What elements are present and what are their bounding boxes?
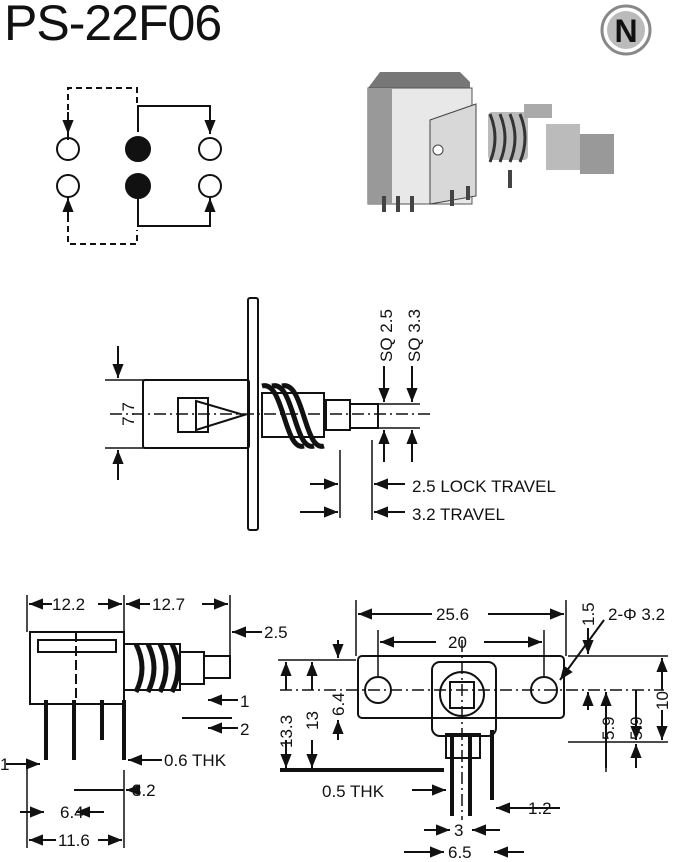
dim-ear: 1.5 (579, 602, 598, 626)
terminal-circle (56, 174, 80, 198)
common-terminal-dot (125, 136, 151, 162)
dim-row-spacing: 6.4 (60, 803, 84, 822)
product-photo (367, 72, 614, 212)
dim-length: 25.6 (436, 605, 469, 624)
dim-height: 7.7 (119, 402, 138, 426)
dim-total-width: 11.6 (58, 831, 90, 850)
dim-d1: 1 (240, 692, 249, 711)
dim-thk: 0.5 THK (322, 782, 385, 801)
circuit-dashed-top (67, 87, 138, 140)
dim-h-body: 13 (303, 711, 322, 730)
slider-arrow (195, 399, 248, 432)
dim-holes: 2-Φ 3.2 (608, 605, 665, 624)
brand-logo: N (600, 4, 652, 56)
stem (325, 399, 351, 431)
slider-window (177, 397, 209, 433)
spring (261, 383, 305, 449)
dim-off1: 5.9 (599, 716, 618, 740)
terminal-circle (198, 174, 222, 198)
dim-front-width-right: 12.7 (152, 595, 185, 614)
actuator (349, 403, 379, 429)
circuit-solid-top (137, 105, 211, 132)
dim-lock-travel: 2.5 LOCK TRAVEL (412, 477, 556, 496)
dim-h-total: 13.3 (277, 715, 296, 748)
circuit-solid-bottom (137, 196, 211, 227)
bracket (357, 655, 565, 719)
common-terminal-dot (125, 173, 151, 199)
top-body (431, 661, 497, 737)
dim-off2: 5.9 (627, 716, 646, 740)
terminal-circle (56, 137, 80, 161)
part-number-title: PS-22F06 (4, 0, 222, 51)
dim-d2: 2 (240, 720, 249, 739)
side-view (105, 297, 430, 531)
dim-pin-pitch: 3 (454, 821, 463, 840)
dim-hole-h: 6.4 (329, 692, 348, 716)
terminal-circle (198, 137, 222, 161)
dim-bracket-h: 10 (653, 691, 672, 710)
dim-pin-w: 1.2 (528, 799, 552, 818)
dim-pin-thk: 0.6 THK (164, 751, 227, 770)
dim-sq-small: SQ 2.5 (377, 309, 396, 362)
logo-letter: N (614, 13, 637, 49)
dim-travel: 3.2 TRAVEL (412, 505, 505, 524)
dim-hole-spacing: 20 (448, 633, 467, 652)
circuit-dashed-bottom (67, 196, 138, 245)
dim-stem: 2.5 (264, 623, 288, 642)
dim-pin-span: 6.5 (448, 843, 472, 862)
dim-pin-gap: 1 (0, 755, 9, 774)
dim-sq-large: SQ 3.3 (405, 309, 424, 362)
top-view (278, 600, 668, 858)
dim-front-width-left: 12.2 (52, 595, 85, 614)
circuit-diagram (56, 87, 222, 245)
front-view (6, 595, 262, 848)
dim-pitch: 3.2 (132, 781, 156, 800)
